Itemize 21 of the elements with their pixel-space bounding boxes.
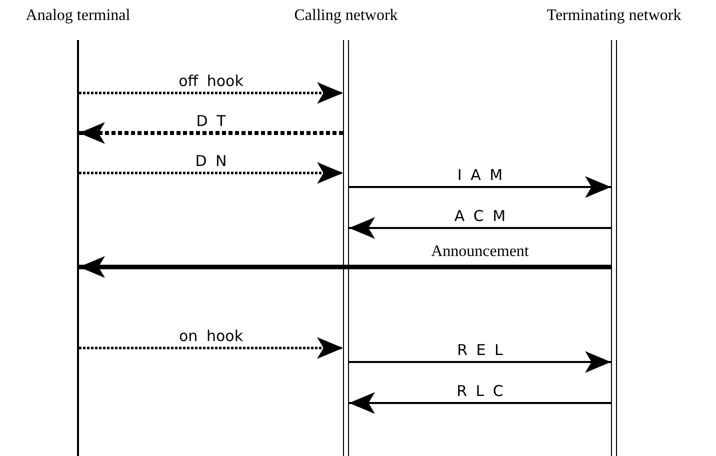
arrow — [79, 337, 343, 359]
edge-label: Announcement — [431, 243, 529, 261]
arrow — [349, 176, 611, 198]
edge-label: off hook — [178, 72, 244, 90]
arrow — [349, 392, 611, 414]
arrow — [79, 162, 343, 184]
participant-label: Analog terminal — [26, 7, 130, 25]
edge-label: I A M — [457, 166, 503, 184]
edge-label: A C M — [454, 207, 506, 225]
participant-label: Terminating network — [546, 7, 682, 25]
edge-label: on hook — [179, 327, 243, 345]
arrow — [79, 82, 343, 104]
arrow — [349, 217, 611, 239]
edge-label: D N — [195, 152, 227, 170]
edge-label: D T — [196, 112, 226, 130]
participant-label: Calling network — [294, 7, 398, 25]
edge-label: R L C — [456, 382, 504, 400]
arrow — [79, 122, 343, 144]
arrow — [79, 256, 611, 278]
edge-label: R E L — [457, 341, 503, 359]
arrow — [349, 351, 611, 373]
